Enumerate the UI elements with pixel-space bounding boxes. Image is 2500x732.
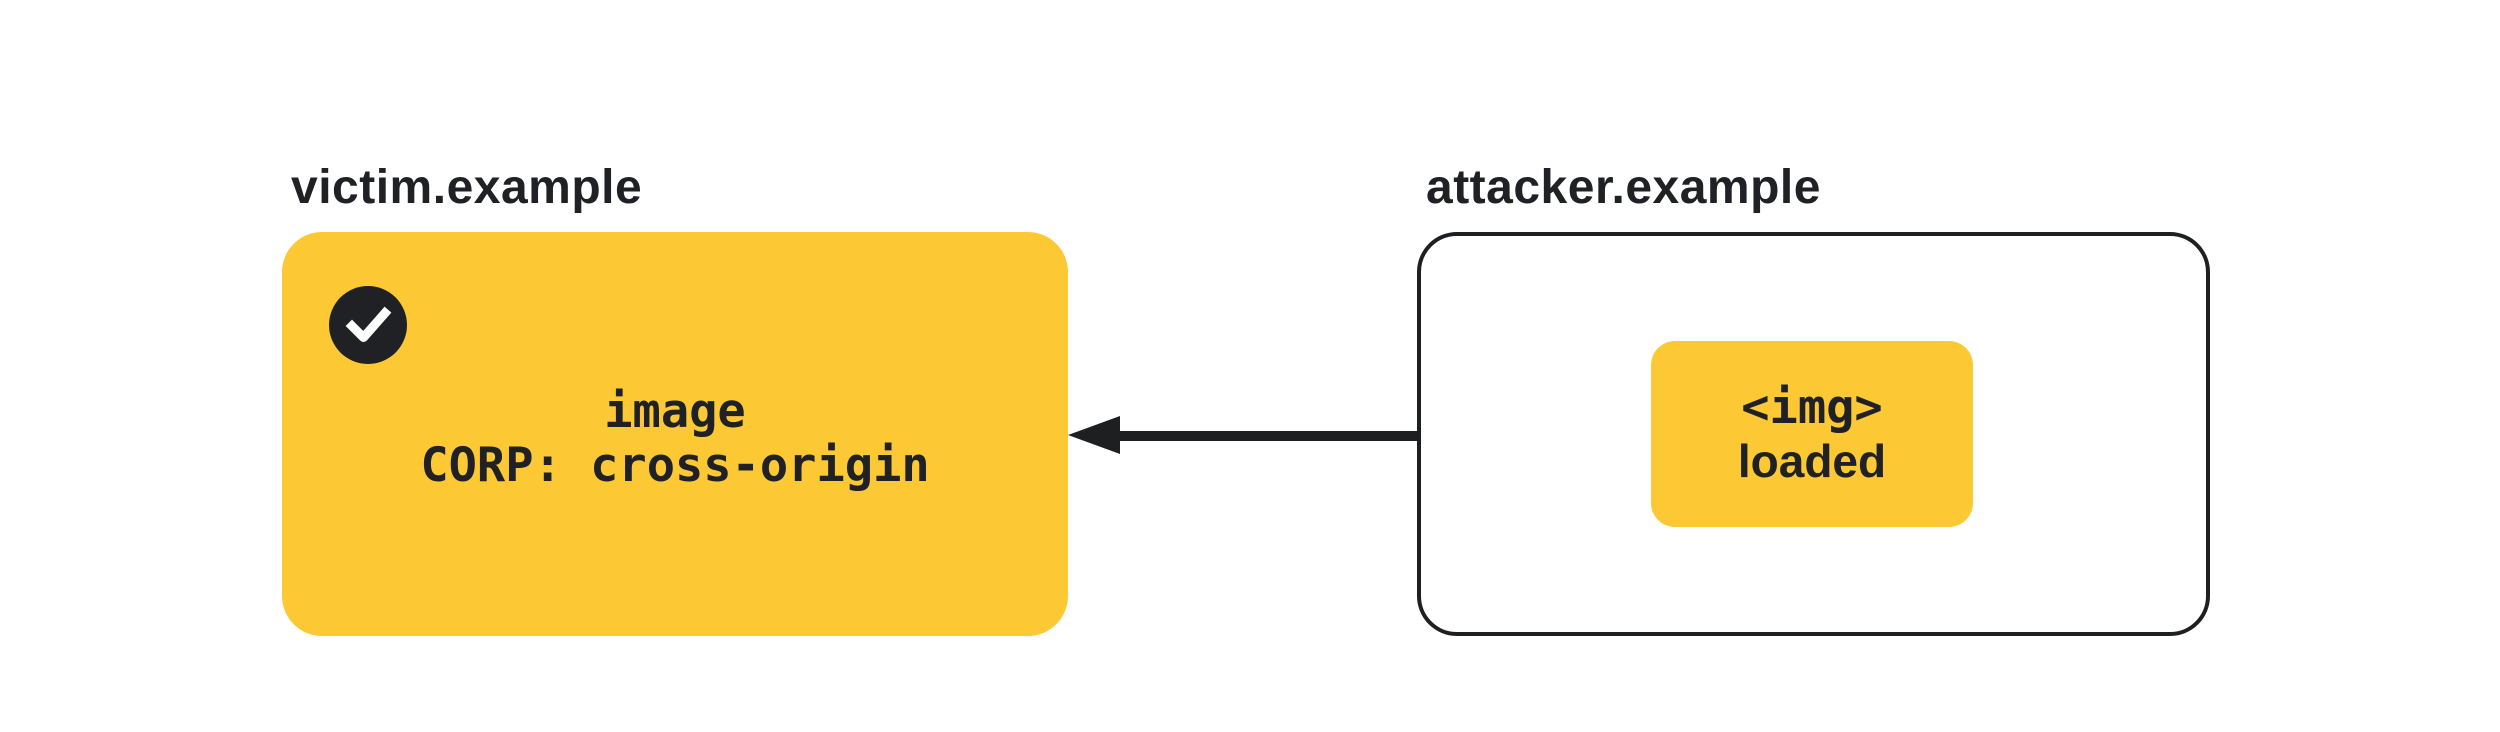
resource-type-label: image	[604, 384, 746, 439]
victim-card-text: image CORP: cross-origin	[282, 232, 1068, 636]
img-loaded-badge: <img> loaded	[1651, 341, 1973, 527]
attacker-domain-label: attacker.example	[1426, 161, 1821, 214]
img-tag-label: <img>	[1741, 379, 1883, 435]
loaded-label: loaded	[1737, 434, 1887, 487]
arrow-head-icon	[1068, 416, 1120, 454]
victim-resource-card: image CORP: cross-origin	[282, 232, 1068, 636]
request-arrow-line	[1100, 431, 1651, 441]
victim-domain-label: victim.example	[291, 161, 643, 214]
checkmark-icon	[329, 286, 407, 364]
corp-header-label: CORP: cross-origin	[420, 438, 930, 493]
